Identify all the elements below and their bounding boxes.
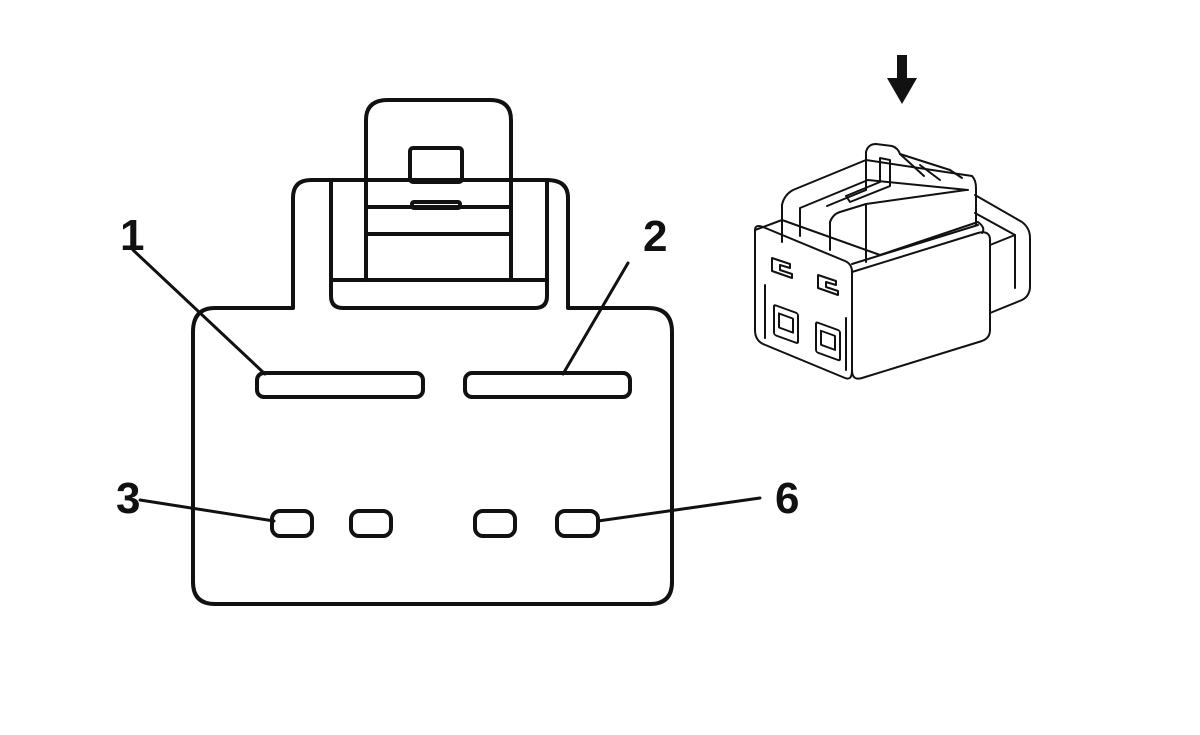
locking-tab-notch xyxy=(408,146,464,184)
latch-tab-slot xyxy=(899,153,963,179)
front-terminal-large-right xyxy=(815,321,841,362)
terminal-5 xyxy=(473,509,517,538)
leader-line-6 xyxy=(596,496,762,523)
latch-tab-inner xyxy=(845,157,891,203)
front-terminal-large-left xyxy=(773,304,799,344)
locking-tab xyxy=(364,98,513,282)
front-terminal-small-left xyxy=(771,257,793,279)
connector-isometric-view xyxy=(754,143,1031,380)
rear-body-edge-2 xyxy=(989,234,1016,246)
latch-tab xyxy=(826,143,925,207)
pin-label-2: 2 xyxy=(643,212,667,261)
leader-line-3 xyxy=(138,498,276,523)
top-face-edge xyxy=(851,224,979,265)
connector-body-outline xyxy=(191,178,674,606)
latch-frame xyxy=(329,178,549,310)
front-terminal-large-right-inner xyxy=(820,329,836,351)
pin-label-6: 6 xyxy=(775,474,799,523)
connector-front-view: 1 2 3 6 xyxy=(116,98,799,606)
latch-housing-front xyxy=(829,189,967,251)
locking-tab-slot xyxy=(410,200,462,210)
terminal-4 xyxy=(349,509,393,538)
side-face xyxy=(851,231,991,380)
terminal-1 xyxy=(255,371,425,399)
terminal-2 xyxy=(463,371,632,399)
rear-body xyxy=(974,194,1031,314)
leader-line-1 xyxy=(131,248,267,376)
terminal-6 xyxy=(555,509,600,538)
terminal-3 xyxy=(270,509,314,538)
latch-housing-inner xyxy=(799,179,969,237)
front-terminal-large-left-inner xyxy=(778,312,794,334)
arrow-down-icon xyxy=(887,55,917,104)
leader-line-2 xyxy=(561,261,630,376)
pin-label-3: 3 xyxy=(116,474,140,523)
latch-tab-ridge xyxy=(919,164,941,181)
front-terminal-small-right xyxy=(817,274,839,296)
pin-label-1: 1 xyxy=(120,211,144,260)
front-face xyxy=(754,225,853,380)
